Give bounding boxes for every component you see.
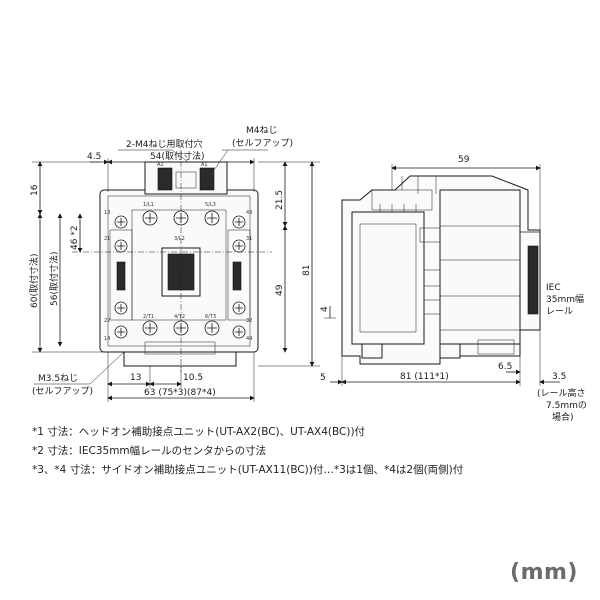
m35-screw-label: M3.5ねじ <box>38 373 78 384</box>
terminal-13: 13 <box>104 210 110 216</box>
dim-4: 4 <box>320 306 330 312</box>
terminal-43: 43 <box>246 210 252 216</box>
dim-13: 13 <box>130 373 141 383</box>
iec-label: IEC <box>546 283 561 293</box>
dim-5: 5 <box>320 373 326 383</box>
terminal-14: 14 <box>104 336 110 342</box>
m4-selfup-label: (セルフアップ) <box>232 138 293 149</box>
terminal-44: 44 <box>246 336 252 342</box>
terminal-screws <box>114 210 246 339</box>
rail-width-label: 35mm幅 <box>546 293 584 305</box>
dim-16: 16 <box>30 184 40 196</box>
terminal-32: 32 <box>246 318 252 324</box>
dim-59: 59 <box>458 155 470 165</box>
rail-height-label-3: 場合) <box>552 411 574 423</box>
dim-81-front: 81 <box>302 265 312 276</box>
terminal-t1: 2/T1 <box>143 314 154 320</box>
dim-54: 54(取付寸法) <box>150 150 204 162</box>
dim-46: 46 *2 <box>70 225 80 250</box>
note-2: *2 寸法：IEC35mm幅レールのセンタからの寸法 <box>32 445 267 457</box>
front-view: A2 A1 1/L1 3/L2 5/L3 2/T1 4/T2 6/T3 13 1… <box>28 125 320 402</box>
rail-height-label-1: (レール高さ <box>537 387 586 399</box>
dim-49: 49 <box>275 284 285 296</box>
terminal-l3: 5/L3 <box>205 202 216 208</box>
terminal-22: 22 <box>104 318 110 324</box>
note-3: *3、*4 寸法：サイドオン補助接点ユニット(UT-AX11(BC))付…*3は… <box>32 464 464 476</box>
dimension-drawing: A2 A1 1/L1 3/L2 5/L3 2/T1 4/T2 6/T3 13 1… <box>28 125 587 423</box>
side-view: 59 5 81 (111*1) 6.5 3.5 4 IEC 35mm幅 レール … <box>320 155 587 423</box>
dim-3-5: 3.5 <box>552 372 566 382</box>
note-1: *1 寸法：ヘッドオン補助接点ユニット(UT-AX2(BC)、UT-AX4(BC… <box>32 426 366 438</box>
dim-21-5: 21.5 <box>275 190 285 210</box>
terminal-a2: A2 <box>157 162 164 168</box>
terminal-l1: 1/L1 <box>143 202 154 208</box>
terminal-a1: A1 <box>201 162 208 168</box>
terminal-l2: 3/L2 <box>174 236 185 242</box>
dim-4-5: 4.5 <box>87 152 101 162</box>
rail-label: レール <box>546 307 573 317</box>
footnotes: *1 寸法：ヘッドオン補助接点ユニット(UT-AX2(BC)、UT-AX4(BC… <box>32 423 577 480</box>
unit-label: (mm) <box>510 560 578 585</box>
mounting-holes-label: 2-M4ねじ用取付穴 <box>126 138 202 150</box>
terminal-t3: 6/T3 <box>205 314 216 320</box>
dim-6-5: 6.5 <box>498 362 512 372</box>
dim-60: 60(取付寸法) <box>28 254 40 308</box>
rail-height-label-2: 7.5mmの <box>546 401 587 411</box>
m4-screw-label: M4ねじ <box>246 125 278 136</box>
terminal-21: 21 <box>104 236 110 242</box>
terminal-31: 31 <box>246 236 252 242</box>
dim-56: 56(取付寸法) <box>48 252 60 306</box>
dim-81-side: 81 (111*1) <box>400 372 449 382</box>
dim-63: 63 (75*3)(87*4) <box>144 388 216 398</box>
dim-10-5: 10.5 <box>183 373 203 383</box>
m35-selfup-label: (セルフアップ) <box>32 386 93 397</box>
terminal-t2: 4/T2 <box>174 314 185 320</box>
